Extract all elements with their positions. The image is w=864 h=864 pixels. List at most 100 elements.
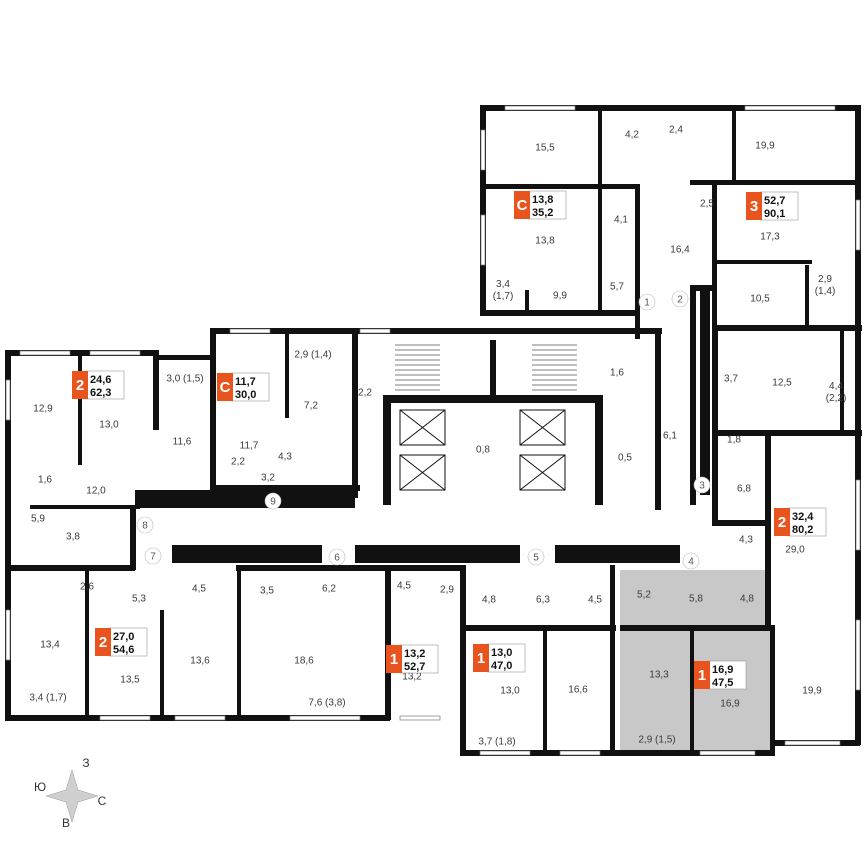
room-area-label: 16,4 bbox=[670, 245, 690, 256]
room-count-box bbox=[746, 192, 762, 220]
room-area-label: 19,9 bbox=[802, 686, 822, 697]
entrance-number: 6 bbox=[334, 553, 340, 564]
room-area-label: 10,5 bbox=[750, 294, 770, 305]
apartment-badge[interactable]: 1 13,252,7 bbox=[386, 644, 439, 674]
room-area-label: 13,0 bbox=[99, 420, 119, 431]
total-area: 52,7 bbox=[404, 661, 425, 673]
entrance-door-marker bbox=[144, 547, 162, 565]
total-area: 35,2 bbox=[532, 207, 553, 219]
room-area-label: 4,3 bbox=[278, 452, 292, 463]
total-area: 54,6 bbox=[113, 644, 134, 656]
room-area-label: 4,4(2,2) bbox=[826, 381, 847, 404]
total-area: 30,0 bbox=[235, 389, 256, 401]
entrance-door-marker bbox=[671, 290, 689, 308]
room-area-label: 3,0 (1,5) bbox=[166, 374, 203, 385]
room-area-label: 5,8 bbox=[689, 594, 703, 605]
room-area-label: 4,5 bbox=[192, 584, 206, 595]
compass: З С В Ю bbox=[34, 756, 107, 830]
room-area-label: 4,2 bbox=[625, 130, 639, 141]
room-area-label: 15,5 bbox=[535, 143, 555, 154]
room-area-label: 13,4 bbox=[40, 640, 60, 651]
room-area-label: 6,2 bbox=[322, 584, 336, 595]
room-area-label: 2,2 bbox=[358, 388, 372, 399]
room-count: 2 bbox=[76, 377, 84, 394]
room-area-label: 2,5 bbox=[700, 199, 714, 210]
room-area-label: 16,9 bbox=[720, 699, 740, 710]
entrance-door-marker bbox=[638, 293, 656, 311]
room-area-label: 16,6 bbox=[568, 685, 588, 696]
room-count: 3 bbox=[750, 198, 758, 215]
room-area-label: 3,7 (1,8) bbox=[478, 737, 515, 748]
room-area-label: 4,8 bbox=[482, 595, 496, 606]
entrance-number: 7 bbox=[150, 552, 156, 563]
room-area-label: 12,5 bbox=[772, 378, 792, 389]
room-area-label: 4,1 bbox=[614, 215, 628, 226]
room-area-label: 0,8 bbox=[476, 445, 490, 456]
room-area-label: 5,3 bbox=[132, 594, 146, 605]
room-area-label: 7,2 bbox=[304, 401, 318, 412]
room-area-label: 17,3 bbox=[760, 232, 780, 243]
entrance-number: 5 bbox=[533, 553, 539, 564]
room-count-box bbox=[386, 645, 402, 673]
room-count: 2 bbox=[99, 634, 107, 651]
room-area-label: 13,0 bbox=[500, 686, 520, 697]
room-count-box bbox=[774, 508, 790, 536]
room-area-label: 12,0 bbox=[86, 486, 106, 497]
entrance-door-marker bbox=[136, 516, 154, 534]
living-area: 13,0 bbox=[491, 647, 512, 659]
living-area: 24,6 bbox=[90, 374, 111, 386]
room-count: 1 bbox=[390, 651, 398, 668]
entrance-number: 1 bbox=[644, 298, 650, 309]
compass-south: В bbox=[62, 816, 70, 830]
room-area-label: 11,7 bbox=[240, 441, 259, 452]
room-count: 1 bbox=[698, 667, 706, 684]
room-area-label: 2,9 (1,5) bbox=[638, 735, 675, 746]
living-area: 13,2 bbox=[404, 648, 425, 660]
room-area-label: 3,5 bbox=[260, 586, 274, 597]
room-count: С bbox=[220, 379, 231, 396]
entrance-number: 2 bbox=[677, 295, 683, 306]
room-area-label: 5,9 bbox=[31, 514, 45, 525]
room-area-label: 4,5 bbox=[588, 595, 602, 606]
room-area-label: 29,0 bbox=[785, 545, 805, 556]
total-area: 47,0 bbox=[491, 660, 512, 672]
total-area: 62,3 bbox=[90, 387, 111, 399]
living-area: 16,9 bbox=[712, 664, 733, 676]
entrance-number: 9 bbox=[270, 497, 276, 508]
room-area-label: 19,9 bbox=[755, 141, 775, 152]
room-area-label: 13,5 bbox=[120, 675, 140, 686]
room-count-box bbox=[95, 628, 111, 656]
entrance-door-marker bbox=[682, 552, 700, 570]
room-area-label: 3,7 bbox=[724, 374, 738, 385]
room-area-label: 18,6 bbox=[294, 656, 314, 667]
total-area: 80,2 bbox=[792, 524, 813, 536]
entrance-door-marker bbox=[693, 476, 711, 494]
apartment-badge[interactable]: 2 24,662,3 bbox=[72, 370, 125, 400]
room-count-box bbox=[72, 371, 88, 399]
room-count: 2 bbox=[778, 514, 786, 531]
room-area-label: 4,3 bbox=[739, 535, 753, 546]
room-count-box bbox=[217, 373, 233, 401]
room-area-label: 6,3 bbox=[536, 595, 550, 606]
room-area-label: 11,6 bbox=[173, 437, 192, 448]
room-area-label: 0,5 bbox=[618, 453, 632, 464]
apartment-badge[interactable]: 2 27,054,6 bbox=[95, 627, 148, 657]
room-area-label: 6,1 bbox=[663, 431, 677, 442]
stairs bbox=[395, 344, 577, 391]
room-area-label: 2,9(1,4) bbox=[815, 274, 836, 297]
room-area-label: 7,6 (3,8) bbox=[308, 698, 345, 709]
room-area-label: 2,9 (1,4) bbox=[294, 350, 331, 361]
windows bbox=[5, 105, 861, 756]
living-area: 27,0 bbox=[113, 631, 134, 643]
living-area: 13,8 bbox=[532, 194, 553, 206]
